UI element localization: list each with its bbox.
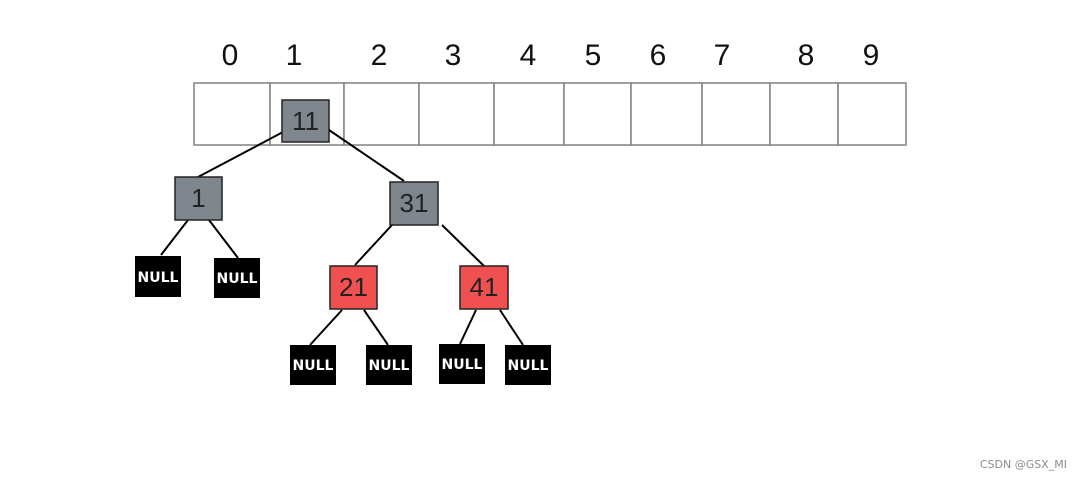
array-cell-5 [563, 82, 632, 146]
null-leaf: NULL [290, 345, 336, 385]
tree-edges [160, 129, 524, 346]
null-label: NULL [217, 271, 258, 287]
index-label-9: 9 [863, 39, 880, 72]
node-box [459, 265, 509, 310]
null-label: NULL [293, 358, 334, 374]
edge-21-null-left [309, 309, 343, 346]
edge-1-null-right [208, 219, 239, 259]
null-label: NULL [369, 358, 410, 374]
node-box [389, 181, 439, 226]
index-label-2: 2 [371, 39, 388, 72]
array-cell-0 [193, 82, 271, 146]
node-value: 11 [292, 106, 319, 136]
tree-node-31: 31 [389, 181, 439, 226]
null-leaf: NULL [214, 258, 260, 298]
edge-41-null-left [459, 309, 477, 345]
index-label-3: 3 [445, 39, 462, 72]
tree-node-11: 11 [281, 99, 330, 143]
index-label-0: 0 [222, 39, 239, 72]
index-label-1: 1 [286, 39, 303, 72]
index-label-7: 7 [714, 39, 731, 72]
node-box [174, 176, 223, 221]
node-value: 1 [191, 183, 205, 213]
index-label-4: 4 [520, 39, 537, 72]
null-box [505, 345, 551, 385]
tree-node-41: 41 [459, 265, 509, 310]
array-cell-6 [630, 82, 703, 146]
edge-1-null-left [160, 219, 189, 256]
index-label-8: 8 [798, 39, 815, 72]
node-value: 21 [339, 272, 368, 302]
null-label: NULL [508, 358, 549, 374]
edge-41-null-right [499, 309, 524, 346]
array-cell-3 [418, 82, 495, 146]
tree-node-1: 1 [174, 176, 223, 221]
array-cell-4 [493, 82, 565, 146]
array-index-labels: 0 1 2 3 4 5 6 7 8 9 [222, 39, 880, 72]
edge-31-21 [354, 224, 393, 266]
null-box [290, 345, 336, 385]
node-value: 31 [400, 188, 429, 218]
null-leaf: NULL [366, 345, 412, 385]
null-leaf: NULL [505, 345, 551, 385]
null-box [439, 344, 485, 384]
array-cell-7 [701, 82, 771, 146]
node-box [281, 99, 330, 143]
null-box [214, 258, 260, 298]
edge-21-null-right [363, 309, 389, 346]
edge-11-1 [197, 131, 284, 178]
null-leaf: NULL [135, 256, 181, 297]
index-label-6: 6 [650, 39, 667, 72]
node-box [329, 265, 378, 310]
null-leaf: NULL [439, 344, 485, 384]
edge-31-41 [441, 224, 485, 267]
array-cell-8 [769, 82, 839, 146]
array-cell-2 [343, 82, 420, 146]
null-box [135, 256, 181, 297]
array-cell-9 [837, 82, 907, 146]
null-label: NULL [138, 270, 179, 286]
watermark: CSDN @GSX_MI [979, 458, 1067, 471]
node-value: 41 [470, 272, 499, 302]
null-box [366, 345, 412, 385]
tree-node-21: 21 [329, 265, 378, 310]
null-label: NULL [442, 357, 483, 373]
edge-11-31 [328, 129, 405, 182]
index-label-5: 5 [585, 39, 602, 72]
